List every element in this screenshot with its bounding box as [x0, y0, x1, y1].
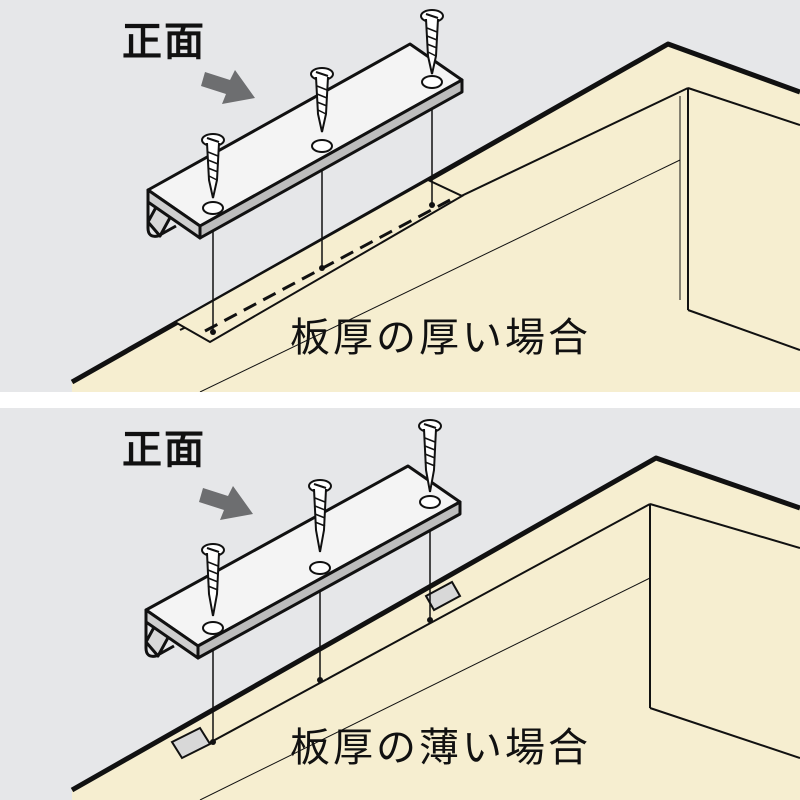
diagram-thick-board: 正面 板厚の厚い場合 — [0, 0, 800, 392]
screw-icon — [420, 9, 444, 75]
bracket — [146, 42, 464, 240]
diagram-thin-board: 正面 板厚の薄い場合 — [0, 408, 800, 800]
thick-board-illustration — [0, 0, 800, 392]
board-edge — [70, 455, 800, 793]
screw-icon — [308, 479, 332, 553]
arrow-right-icon — [199, 486, 253, 520]
board-front-edge — [199, 503, 651, 749]
screw-icon — [310, 67, 334, 133]
board-notch — [424, 580, 462, 612]
caption-thick: 板厚の厚い場合 — [290, 315, 591, 361]
screw-icon — [201, 543, 225, 617]
screw-icon — [201, 133, 225, 199]
board — [72, 458, 800, 800]
front-label: 正面 — [122, 427, 206, 473]
arrow-right-icon — [201, 70, 255, 104]
bracket — [144, 464, 462, 660]
thin-board-illustration — [0, 408, 800, 800]
slot-dashed-line — [204, 198, 451, 333]
caption-thin: 板厚の薄い場合 — [290, 725, 591, 771]
front-label: 正面 — [122, 19, 206, 65]
screw-icon — [418, 419, 442, 493]
board-notch — [170, 726, 212, 760]
board-slot — [172, 178, 465, 344]
